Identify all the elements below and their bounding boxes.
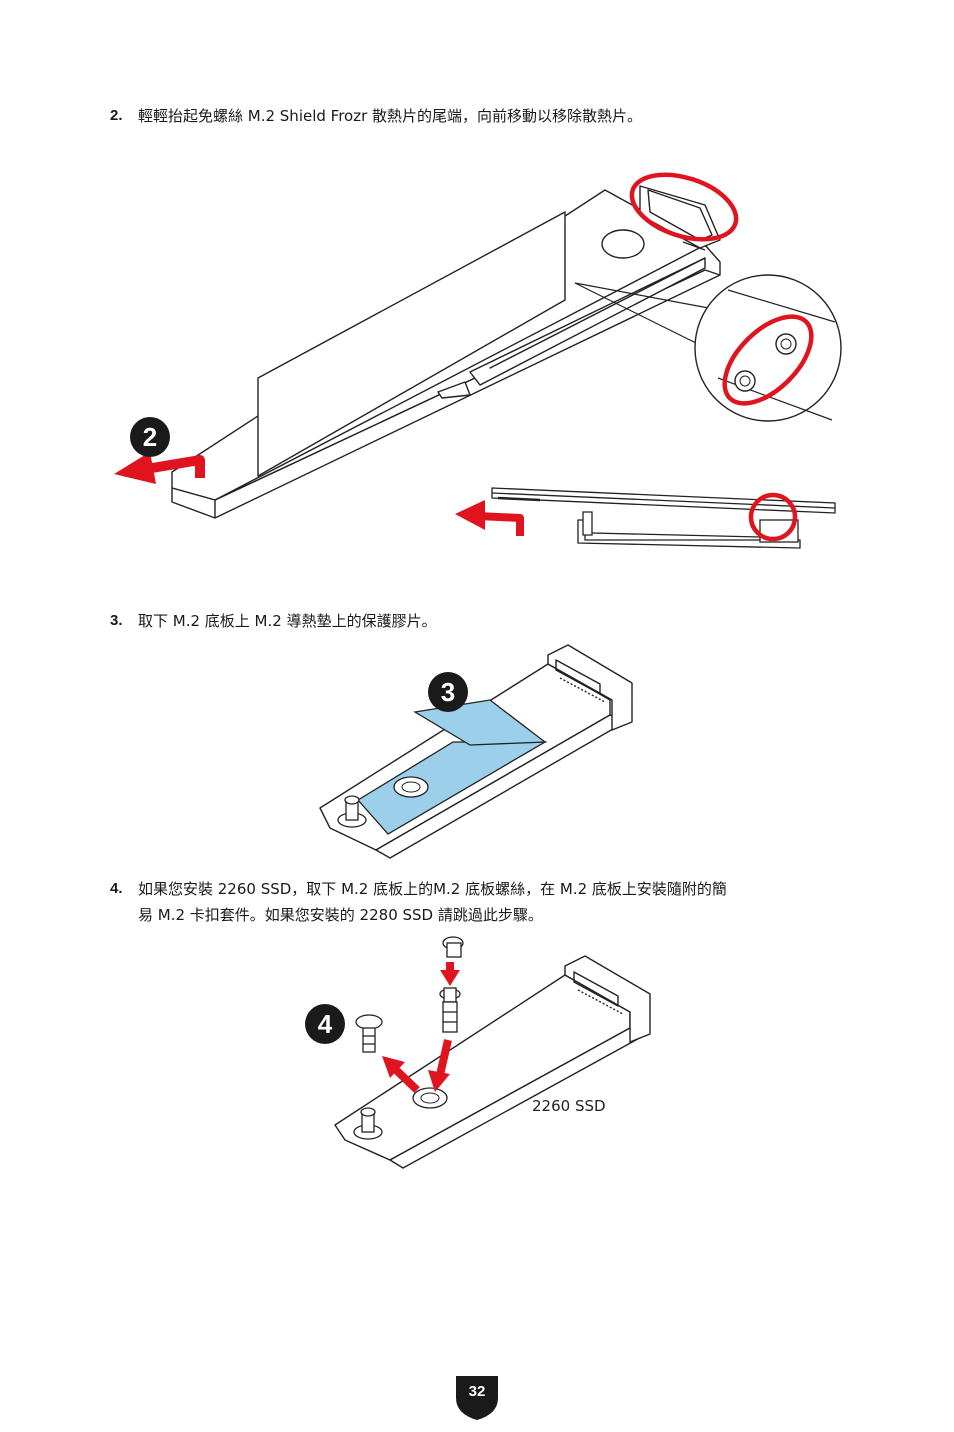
svg-text:4: 4 bbox=[318, 1009, 333, 1039]
ssd-size-label: 2260 SSD bbox=[532, 1097, 606, 1115]
step-badge-2: 2 bbox=[130, 417, 170, 457]
highlight-ring bbox=[629, 172, 739, 242]
standoff-icon bbox=[337, 795, 367, 828]
down-arrow-icon bbox=[440, 970, 460, 986]
step-badge-4: 4 bbox=[305, 1004, 345, 1044]
step-text: 取下 M.2 底板上 M.2 導熱墊上的保護膠片。 bbox=[138, 612, 437, 630]
lift-arrow-icon bbox=[477, 512, 524, 536]
step-number: 4. bbox=[110, 880, 123, 897]
standoff-screw-icon bbox=[439, 987, 461, 1033]
screw-icon bbox=[734, 370, 756, 392]
remove-arrow-icon bbox=[382, 1056, 405, 1078]
step-number: 2. bbox=[110, 107, 123, 124]
step-text-line-2: 易 M.2 卡扣套件。如果您安裝的 2280 SSD 請跳過此步驟。 bbox=[138, 906, 543, 924]
svg-text:2: 2 bbox=[143, 422, 157, 452]
step-2-instruction: 2. 輕輕抬起免螺絲 M.2 Shield Frozr 散熱片的尾端，向前移動以… bbox=[110, 103, 870, 129]
page-number: 32 bbox=[468, 1383, 486, 1400]
page-badge bbox=[456, 1376, 498, 1420]
clip-icon bbox=[442, 936, 464, 958]
step-text: 如果您安裝 2260 SSD，取下 M.2 底板上的M.2 底板螺絲，在 M.2… bbox=[138, 880, 727, 898]
step-text: 輕輕抬起免螺絲 M.2 Shield Frozr 散熱片的尾端，向前移動以移除散… bbox=[138, 107, 643, 125]
standoff-icon bbox=[353, 1107, 383, 1140]
svg-text:3: 3 bbox=[441, 677, 455, 707]
step-3-instruction: 3. 取下 M.2 底板上 M.2 導熱墊上的保護膠片。 bbox=[110, 608, 870, 634]
highlight-ring bbox=[722, 314, 814, 406]
highlight-ring bbox=[748, 492, 798, 542]
slide-arrow-icon bbox=[114, 452, 205, 484]
screw-icon bbox=[775, 333, 797, 355]
step-4-instruction: 4. 如果您安裝 2260 SSD，取下 M.2 底板上的M.2 底板螺絲，在 … bbox=[110, 876, 870, 928]
step-badge-3: 3 bbox=[428, 672, 468, 712]
detail-magnifier bbox=[694, 274, 842, 422]
down-arrow-icon bbox=[428, 1070, 450, 1092]
screw-icon bbox=[355, 1014, 383, 1053]
step-number: 3. bbox=[110, 612, 123, 629]
